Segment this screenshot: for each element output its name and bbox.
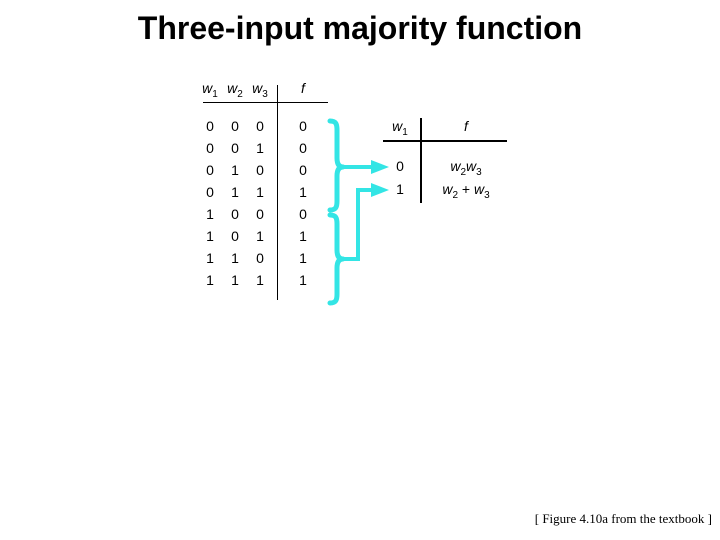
derived-table: w1 f 0 w2w3 1 w2 + w3 <box>378 118 513 203</box>
table-row: 0 <box>206 184 214 200</box>
table-row: 1 <box>256 228 264 244</box>
derived-table-header-f: f <box>464 118 468 134</box>
table-row: 1 <box>299 228 307 244</box>
derived-table-column-divider <box>420 118 422 203</box>
table-row: 0 <box>299 140 307 156</box>
derived-table-header-rule <box>383 140 507 142</box>
table-row: 1 <box>256 272 264 288</box>
lead-line-to-w1-equals-1 <box>343 188 372 261</box>
table-row: 1 <box>206 228 214 244</box>
page-title: Three-input majority function <box>137 10 583 46</box>
table-row: 1 <box>256 184 264 200</box>
truth-table-header-w2: w2 <box>227 80 243 100</box>
table-row: 0 <box>256 118 264 134</box>
table-row: 1 <box>299 272 307 288</box>
table-row: 0 <box>256 206 264 222</box>
truth-table-column-divider <box>277 85 278 300</box>
rows-4-to-7-brace <box>327 212 346 306</box>
figure-credit: [ Figure 4.10a from the textbook ] <box>534 511 712 526</box>
table-row: 1 <box>256 140 264 156</box>
table-row: 0 <box>256 162 264 178</box>
table-row: 1 <box>206 272 214 288</box>
table-row: 0 <box>299 162 307 178</box>
table-row: 0 <box>396 158 404 174</box>
table-row: 1 <box>231 184 239 200</box>
truth-table: w1 w2 w3 f 0 0 0 0 0 0 1 0 0 1 0 0 0 1 1… <box>195 80 330 305</box>
table-row: 0 <box>231 140 239 156</box>
truth-table-header-w1: w1 <box>202 80 218 100</box>
table-row: 0 <box>299 206 307 222</box>
table-row: 0 <box>256 250 264 266</box>
table-row: 1 <box>206 250 214 266</box>
table-row: 0 <box>231 118 239 134</box>
table-row: 0 <box>231 228 239 244</box>
table-row: 1 <box>299 250 307 266</box>
derived-table-header-w1: w1 <box>392 118 408 138</box>
table-row: 0 <box>231 206 239 222</box>
table-row: 1 <box>231 272 239 288</box>
truth-table-header-w3: w3 <box>252 80 268 100</box>
table-row: 0 <box>206 118 214 134</box>
truth-table-header-rule <box>203 102 328 103</box>
table-row: w2w3 <box>450 158 482 178</box>
table-row: 1 <box>299 184 307 200</box>
table-row: 1 <box>231 250 239 266</box>
table-row: w2 + w3 <box>442 181 490 201</box>
table-row: 0 <box>206 140 214 156</box>
table-row: 0 <box>299 118 307 134</box>
table-row: 1 <box>231 162 239 178</box>
truth-table-header-f: f <box>301 80 305 96</box>
table-row: 0 <box>206 162 214 178</box>
rows-0-to-3-brace <box>327 118 346 213</box>
table-row: 1 <box>396 181 404 197</box>
table-row: 1 <box>206 206 214 222</box>
